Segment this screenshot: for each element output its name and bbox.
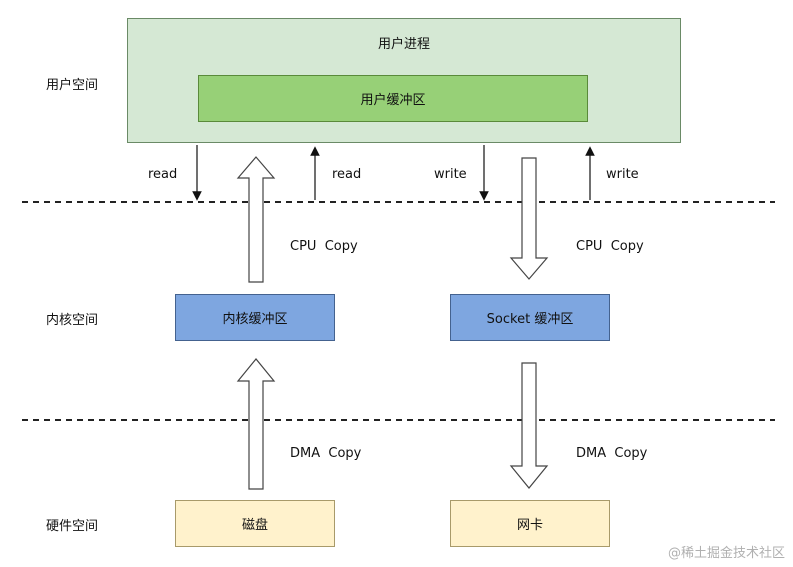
user-process-label: 用户进程 xyxy=(377,37,430,52)
dma-copy-up-arrow xyxy=(236,358,276,490)
read-right-label: read xyxy=(332,167,362,182)
user-buffer-label: 用户缓冲区 xyxy=(360,93,426,108)
watermark: @稀土掘金技术社区 xyxy=(667,546,785,561)
dma-copy-right-label: DMA Copy xyxy=(576,446,648,461)
nic-label: 网卡 xyxy=(516,518,543,533)
cpu-copy-up-arrow xyxy=(236,156,276,283)
write-left-label: write xyxy=(434,167,467,182)
cpu-copy-down-arrow xyxy=(509,157,549,280)
user-buffer-box: 用户缓冲区 xyxy=(198,75,588,122)
disk-box: 磁盘 xyxy=(175,500,335,547)
kernel-buffer-label: 内核缓冲区 xyxy=(222,312,288,327)
cpu-copy-right-label: CPU Copy xyxy=(576,239,644,254)
socket-buffer-box: Socket 缓冲区 xyxy=(450,294,610,341)
nic-box: 网卡 xyxy=(450,500,610,547)
cpu-copy-left-label: CPU Copy xyxy=(290,239,358,254)
dma-copy-down-arrow xyxy=(509,362,549,489)
socket-buffer-label: Socket 缓冲区 xyxy=(486,312,574,327)
user-space-label: 用户空间 xyxy=(46,78,99,93)
disk-label: 磁盘 xyxy=(241,518,268,533)
read-left-label: read xyxy=(148,167,178,182)
kernel-space-label: 内核空间 xyxy=(46,313,99,328)
write-right-label: write xyxy=(606,167,639,182)
hardware-space-label: 硬件空间 xyxy=(46,519,99,534)
kernel-buffer-box: 内核缓冲区 xyxy=(175,294,335,341)
dma-copy-left-label: DMA Copy xyxy=(290,446,362,461)
